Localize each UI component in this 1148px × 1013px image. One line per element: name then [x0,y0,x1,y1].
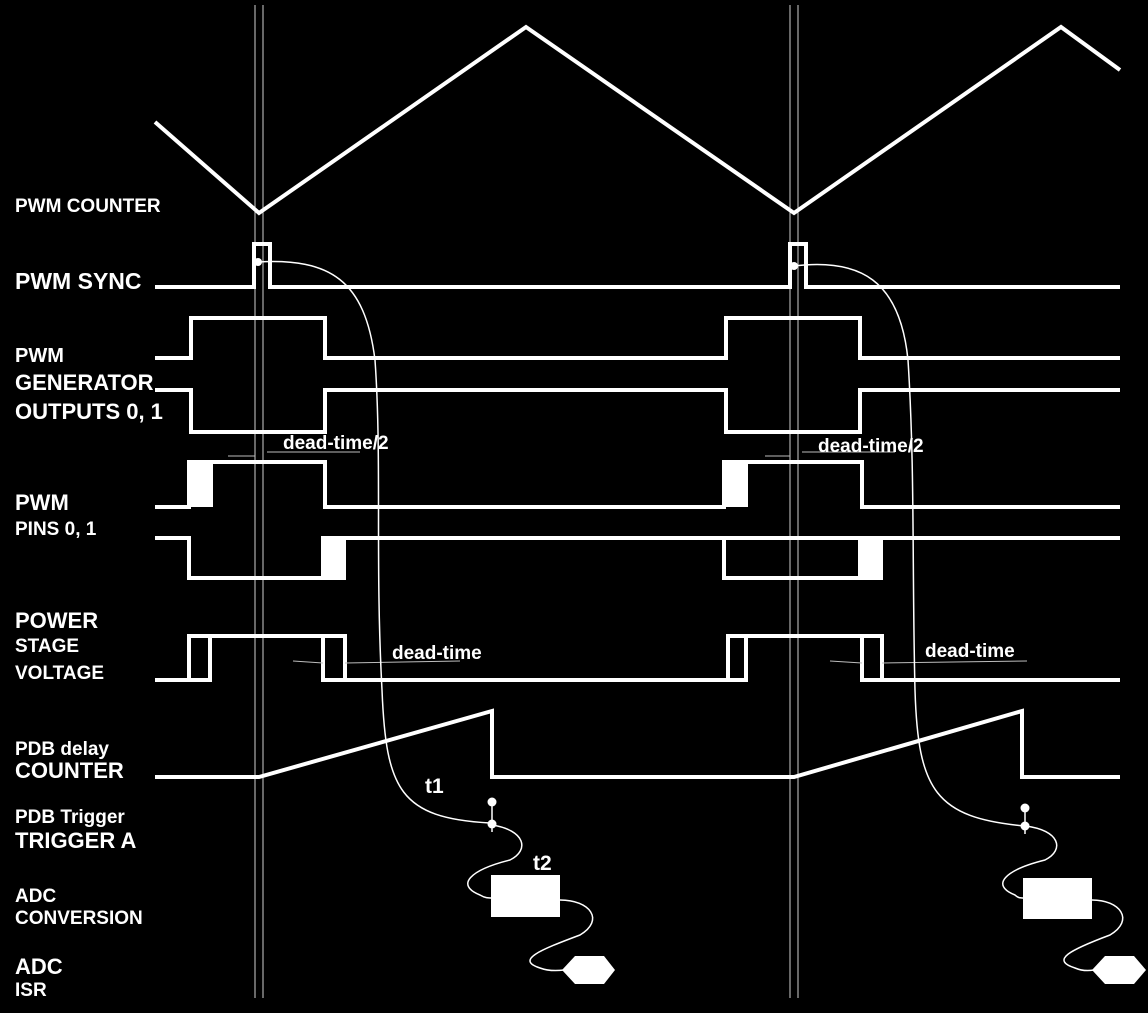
label-pwm-generator-3: OUTPUTS 0, 1 [15,399,163,424]
row-labels: PWM COUNTER PWM SYNC PWM GENERATOR OUTPU… [15,196,163,1001]
adc-conversion-blocks [491,875,1092,919]
flow-curve-trigger-to-adc-2 [1002,825,1058,899]
label-adc-isr-2: ISR [15,980,47,1001]
pwm-generator-output-0 [155,316,1120,360]
power-stage-inner-3 [728,636,748,682]
label-adc-isr-1: ADC [15,954,63,979]
pdb-delay-counter-waveform [155,708,1120,779]
label-pwm-generator-1: PWM [15,345,64,367]
pwm-pin-1-deadtime-block-1 [323,538,346,580]
flow-curve-adc-to-isr-2 [1063,899,1124,972]
dead-time-marker-2b [881,660,1028,664]
power-stage-inner-4 [860,636,882,682]
label-pdb-delay-2: COUNTER [15,758,124,783]
pwm-pin-1-period-2 [722,538,862,580]
label-pdb-delay-1: PDB delay [15,739,109,760]
event-flow-curves [254,258,1124,972]
trigger-dot-1b [487,819,497,829]
flow-curve-sync-to-trigger-1 [257,260,491,824]
adc-isr-shapes [562,956,1146,984]
pwm-counter-waveform [153,24,1122,216]
t1-label: t1 [425,775,444,798]
label-power-1: POWER [15,608,98,633]
pwm-pin-0 [155,460,1120,509]
label-power-3: VOLTAGE [15,663,104,684]
dead-time-half-label-1: dead-time/2 [283,433,389,454]
label-adc-conversion-1: ADC [15,886,56,907]
trigger-dot-1a [487,797,497,807]
dead-time-label-2: dead-time [925,641,1015,662]
flow-curve-trigger-to-adc-1 [467,824,523,899]
adc-isr-hexagon-1 [562,956,615,984]
power-stage-inner-2 [321,636,345,682]
t2-label: t2 [533,852,552,875]
dead-time-marker-1b [344,660,461,664]
label-pwm-pins-2: PINS 0, 1 [15,519,97,540]
dead-time-marker-2 [829,660,863,664]
sync-point-2 [790,262,798,270]
dead-time-marker-1 [292,660,324,664]
dead-time-half-annotations: dead-time/2 dead-time/2 [228,433,924,457]
adc-isr-hexagon-2 [1092,956,1146,984]
label-adc-conversion-2: CONVERSION [15,908,143,929]
dead-time-half-label-2: dead-time/2 [818,436,924,457]
trigger-markers [487,797,1030,834]
pwm-pin-1 [155,536,1120,580]
label-power-2: STAGE [15,636,79,657]
power-stage-outer [155,634,1120,682]
label-pdb-trigger-1: PDB Trigger [15,807,125,828]
pwm-pin-0-deadtime-block-2 [724,462,748,507]
trigger-dot-2b [1020,821,1030,831]
pwm-sync-waveform [155,242,1120,289]
label-pwm-pins-1: PWM [15,490,69,515]
sync-point-1 [254,258,262,266]
period-guides [254,5,799,998]
trigger-dot-2a [1020,803,1030,813]
adc-conversion-block-2 [1023,878,1092,919]
adc-conversion-block-1 [491,875,560,917]
label-pdb-trigger-2: TRIGGER A [15,828,137,853]
power-stage-inner-1 [189,636,212,682]
flow-curve-sync-to-trigger-2 [793,263,1026,827]
label-pwm-generator-2: GENERATOR [15,370,154,395]
pwm-pins-waveforms [155,460,1120,580]
pwm-generator-output-1 [155,388,1120,434]
power-stage-waveforms: dead-time dead-time [155,634,1120,682]
label-pwm-counter: PWM COUNTER [15,196,161,217]
pwm-pin-0-deadtime-block-1 [189,462,213,507]
dead-time-label-1: dead-time [392,643,482,664]
label-pwm-sync: PWM SYNC [15,268,142,294]
pwm-pin-1-deadtime-block-2 [860,538,883,580]
flow-curve-adc-to-isr-1 [529,899,594,972]
